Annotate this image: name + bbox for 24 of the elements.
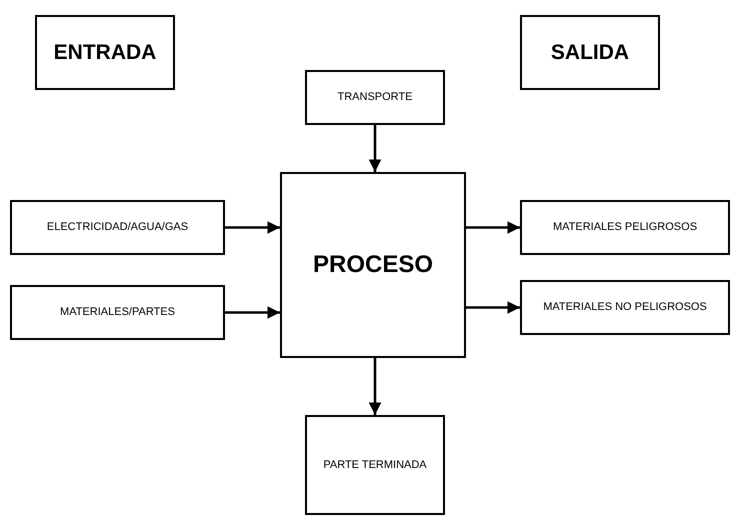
box-label: ENTRADA [54,40,156,66]
box-label: SALIDA [550,40,630,66]
output-box [520,280,730,335]
arrow [225,221,280,234]
box-label: MATERIALES PELIGROSOS [552,220,698,235]
title-box [35,15,175,90]
box-label: PROCESO [312,250,434,280]
box-label: MATERIALES/PARTES [60,305,175,320]
box-label: MATERIALES NO PELIGROSOS [543,300,707,315]
output-box [305,415,445,515]
title-box [520,15,660,90]
output-box [520,200,730,255]
input-box [10,200,225,255]
box-label: PARTE TERMINADA [323,458,427,472]
arrow [368,358,382,415]
arrow [466,301,520,314]
arrow [225,306,280,319]
box-label: TRANSPORTE [338,90,412,105]
arrow [368,125,382,172]
input-box [305,70,445,125]
process-box [280,172,466,358]
box-label: ELECTRICIDAD/AGUA/GAS [46,220,188,235]
input-box [10,285,225,340]
arrow [466,221,520,234]
